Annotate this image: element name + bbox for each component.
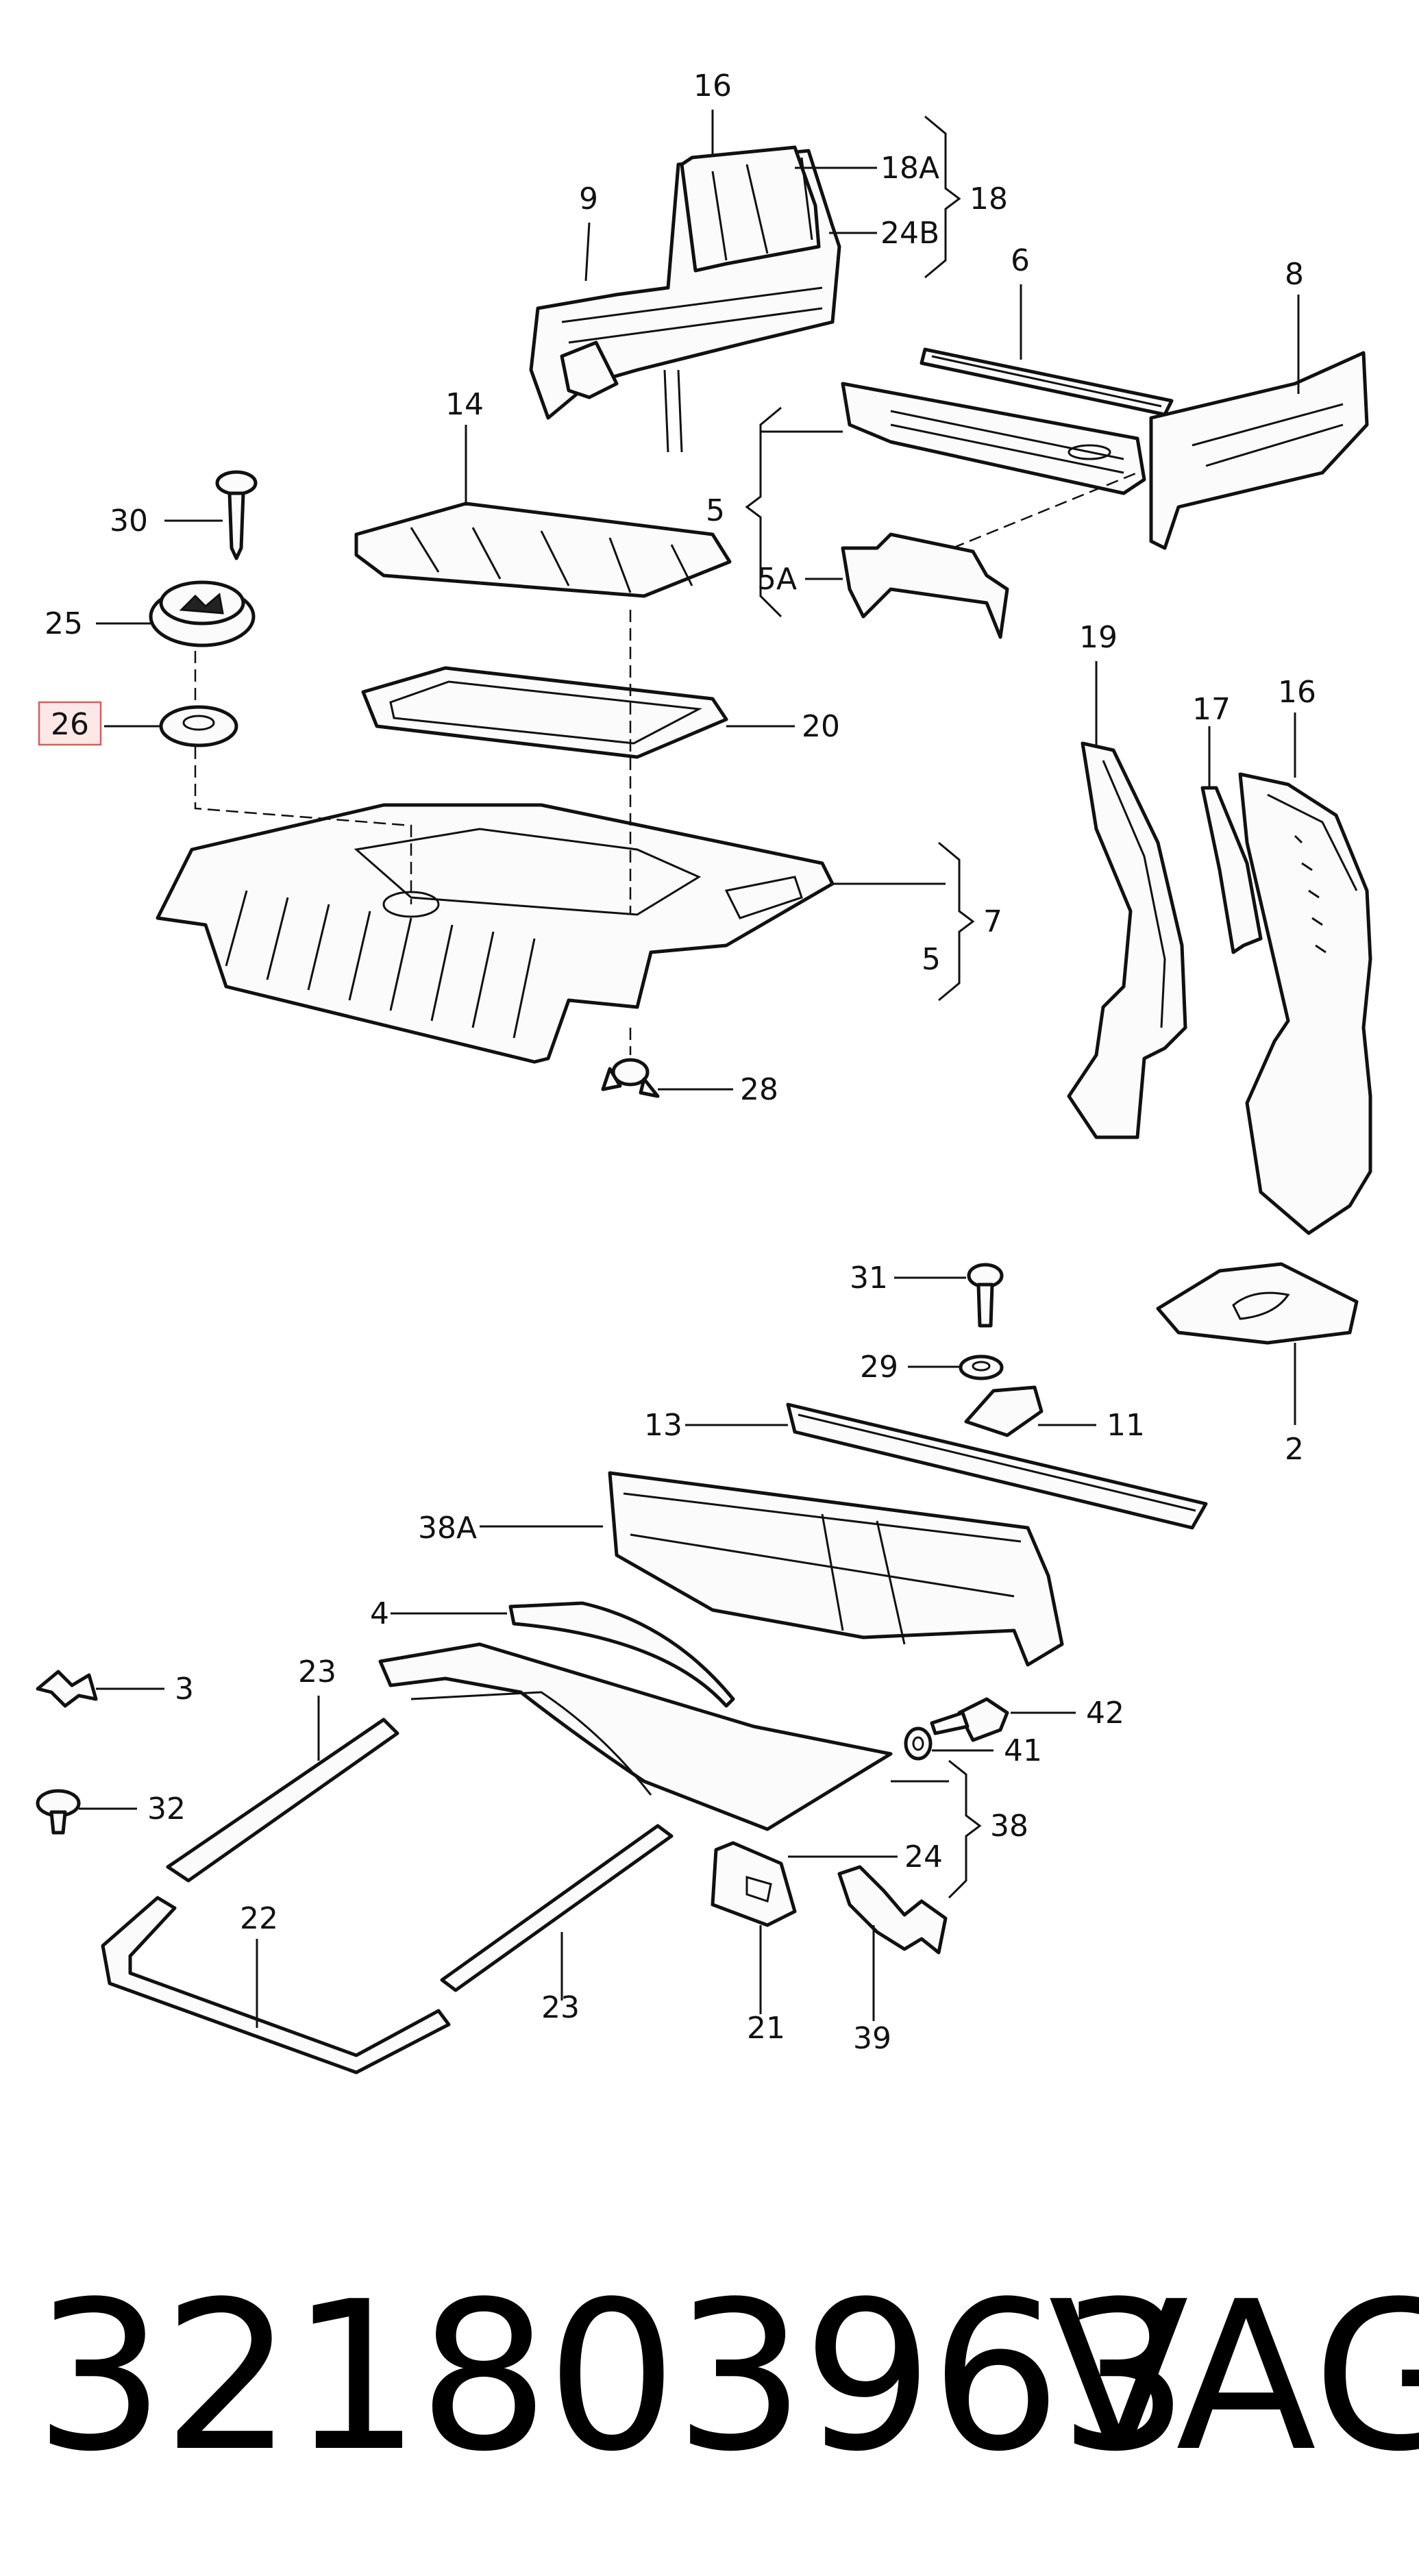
label-42: 42 bbox=[1086, 1696, 1124, 1731]
label-22: 22 bbox=[240, 1901, 278, 1936]
part-washer-26 bbox=[159, 705, 238, 747]
label-5-upper: 5 bbox=[706, 493, 725, 528]
part-grommet-25 bbox=[149, 580, 256, 647]
assembly-lines bbox=[194, 471, 1138, 1055]
label-31: 31 bbox=[850, 1261, 888, 1296]
part-washer-41 bbox=[904, 1726, 933, 1761]
label-5A: 5A bbox=[757, 562, 797, 597]
part-bolt-42 bbox=[930, 1697, 1009, 1742]
part-strip-13 bbox=[786, 1402, 1208, 1530]
label-39: 39 bbox=[853, 2021, 891, 2056]
label-16-right: 16 bbox=[1278, 675, 1316, 710]
label-21: 21 bbox=[747, 2011, 785, 2046]
label-25: 25 bbox=[45, 606, 83, 641]
part-strip-17 bbox=[1200, 786, 1263, 954]
part-floor-pan-7 bbox=[156, 803, 835, 1064]
part-plate-2 bbox=[1156, 1262, 1359, 1345]
callout-labels: 16 9 18A 18 24B 6 8 14 30 5 5A 25 26 20 … bbox=[45, 69, 1316, 2056]
label-41: 41 bbox=[1004, 1733, 1042, 1768]
part-washer-29 bbox=[959, 1354, 1004, 1380]
label-17: 17 bbox=[1192, 692, 1231, 727]
part-crossmember-38A bbox=[608, 1471, 1064, 1667]
part-screw-30 bbox=[215, 470, 258, 560]
label-18: 18 bbox=[970, 182, 1008, 216]
part-rear-panel-8 bbox=[1149, 351, 1369, 550]
label-6: 6 bbox=[1011, 243, 1030, 278]
label-7: 7 bbox=[983, 904, 1002, 939]
part-strip-24 bbox=[378, 1642, 893, 1831]
part-strip-23b bbox=[440, 1824, 674, 1992]
label-29: 29 bbox=[860, 1350, 898, 1385]
label-19: 19 bbox=[1079, 620, 1118, 655]
label-23-upper: 23 bbox=[298, 1655, 336, 1689]
label-18A: 18A bbox=[880, 151, 939, 186]
label-14: 14 bbox=[445, 387, 484, 422]
label-4: 4 bbox=[370, 1596, 389, 1631]
part-strip-4 bbox=[508, 1601, 735, 1708]
label-38A: 38A bbox=[418, 1511, 477, 1546]
part-strip-23a bbox=[166, 1718, 399, 1883]
part-wheel-arch-16 bbox=[1238, 772, 1372, 1235]
part-strip-22 bbox=[101, 1896, 451, 2075]
label-30: 30 bbox=[110, 504, 148, 538]
label-26: 26 bbox=[51, 707, 89, 742]
label-3: 3 bbox=[175, 1672, 194, 1707]
label-13: 13 bbox=[644, 1408, 682, 1443]
label-11: 11 bbox=[1107, 1408, 1145, 1443]
part-bracket-5A bbox=[841, 532, 1009, 639]
part-wing-nut-28 bbox=[601, 1058, 660, 1098]
leader-lines bbox=[79, 110, 1300, 2028]
label-38: 38 bbox=[990, 1809, 1028, 1844]
label-8: 8 bbox=[1285, 257, 1304, 292]
part-number: 321803963 bbox=[34, 2257, 1189, 2497]
part-rear-upper-panel bbox=[529, 145, 841, 453]
part-gasket-20 bbox=[361, 666, 728, 759]
part-clip-11 bbox=[964, 1385, 1044, 1437]
part-bracket-21 bbox=[711, 1841, 797, 1927]
part-bracket-39 bbox=[837, 1865, 948, 1955]
label-2: 2 bbox=[1285, 1432, 1304, 1467]
label-23-lower: 23 bbox=[541, 1990, 580, 2025]
part-cover-14 bbox=[354, 501, 732, 598]
label-5-lower: 5 bbox=[922, 942, 941, 977]
part-push-rivet-32 bbox=[36, 1789, 81, 1835]
label-20: 20 bbox=[802, 709, 840, 744]
label-16-top: 16 bbox=[693, 69, 732, 103]
part-clip-3 bbox=[36, 1670, 98, 1708]
label-28: 28 bbox=[740, 1072, 778, 1107]
label-9: 9 bbox=[579, 182, 598, 216]
label-32: 32 bbox=[147, 1792, 186, 1826]
label-24B: 24B bbox=[880, 216, 939, 251]
highlight-box-26 bbox=[38, 701, 102, 746]
label-24: 24 bbox=[904, 1840, 943, 1874]
part-bolt-31 bbox=[967, 1263, 1004, 1328]
part-pillar-19 bbox=[1067, 741, 1187, 1139]
brand-name: VAG bbox=[1048, 2257, 1419, 2497]
part-side-member-5 bbox=[841, 382, 1146, 495]
